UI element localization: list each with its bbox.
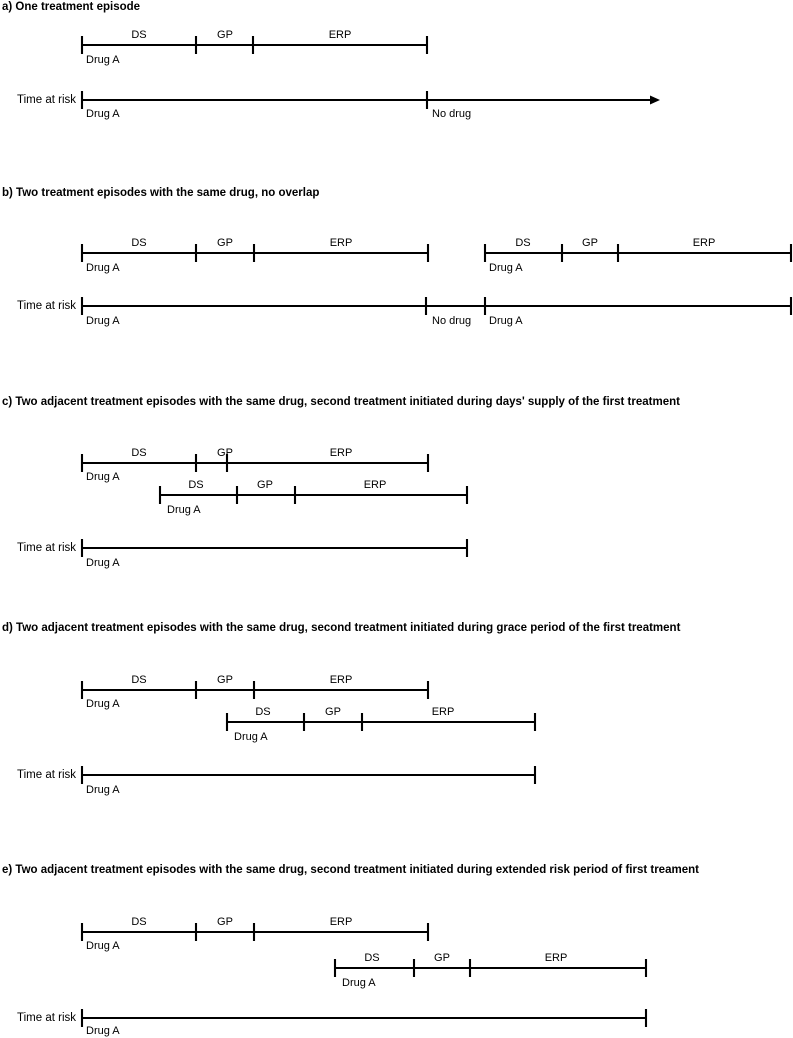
exposure-label-drug-a: Drug A [86, 940, 120, 952]
segment-label-ds: DS [131, 447, 146, 459]
segment-label-ds: DS [188, 479, 203, 491]
panel-title-e: e) Two adjacent treatment episodes with … [2, 864, 699, 876]
exposure-label-drug-a: Drug A [234, 731, 268, 743]
segment-label-erp: ERP [329, 29, 352, 41]
panel-title-d: d) Two adjacent treatment episodes with … [2, 622, 681, 634]
panel-e: e) Two adjacent treatment episodes with … [2, 864, 699, 1037]
segment-label-erp: ERP [693, 237, 716, 249]
row-label-time-at-risk: Time at risk [17, 300, 76, 312]
segment-label-ds: DS [364, 952, 379, 964]
segment-label-gp: GP [434, 952, 450, 964]
segment-label-ds: DS [515, 237, 530, 249]
timeline-arrow-icon [650, 95, 660, 105]
panel-d-treatment-episode-2: DS GP ERP Drug A [225, 706, 537, 743]
exposure-label-no-drug: No drug [432, 108, 471, 120]
segment-label-erp: ERP [432, 706, 455, 718]
exposure-label-drug-a: Drug A [86, 108, 120, 120]
segment-label-erp: ERP [330, 916, 353, 928]
row-label-time-at-risk: Time at risk [17, 769, 76, 781]
segment-label-gp: GP [325, 706, 341, 718]
exposure-label-drug-a: Drug A [86, 471, 120, 483]
segment-label-gp: GP [217, 447, 233, 459]
panel-c-treatment-episode-1: DS GP ERP Drug A [80, 447, 430, 483]
panel-e-treatment-episode-2: DS GP ERP Drug A [333, 952, 648, 989]
panel-title-c: c) Two adjacent treatment episodes with … [2, 396, 680, 408]
segment-label-ds: DS [131, 674, 146, 686]
segment-label-ds: DS [131, 237, 146, 249]
segment-label-erp: ERP [364, 479, 387, 491]
segment-label-erp: ERP [330, 447, 353, 459]
panel-b-treatment-episode-2: DS GP ERP Drug A [483, 237, 793, 274]
exposure-label-drug-a: Drug A [489, 262, 523, 274]
exposure-label-drug-a: Drug A [86, 698, 120, 710]
panel-c: c) Two adjacent treatment episodes with … [2, 396, 680, 569]
segment-label-erp: ERP [330, 237, 353, 249]
panel-title-b: b) Two treatment episodes with the same … [2, 187, 319, 199]
panel-b-treatment-episode-1: DS GP ERP Drug A [80, 237, 430, 274]
exposure-label-drug-a: Drug A [167, 504, 201, 516]
segment-label-gp: GP [582, 237, 598, 249]
exposure-label-drug-a: Drug A [489, 315, 523, 327]
row-label-time-at-risk: Time at risk [17, 542, 76, 554]
exposure-label-drug-a: Drug A [342, 977, 376, 989]
panel-d: d) Two adjacent treatment episodes with … [2, 622, 681, 796]
exposure-label-drug-a: Drug A [86, 315, 120, 327]
row-label-time-at-risk: Time at risk [17, 1012, 76, 1024]
segment-label-gp: GP [257, 479, 273, 491]
row-label-time-at-risk: Time at risk [17, 94, 76, 106]
exposure-label-drug-a: Drug A [86, 262, 120, 274]
segment-label-gp: GP [217, 674, 233, 686]
segment-label-gp: GP [217, 916, 233, 928]
segment-label-ds: DS [255, 706, 270, 718]
panel-e-treatment-episode-1: DS GP ERP Drug A [80, 916, 430, 952]
exposure-label-drug-a: Drug A [86, 1025, 120, 1037]
exposure-label-drug-a: Drug A [86, 784, 120, 796]
panel-b: b) Two treatment episodes with the same … [2, 187, 793, 327]
panel-title-a: a) One treatment episode [2, 1, 140, 13]
panel-d-treatment-episode-1: DS GP ERP Drug A [80, 674, 430, 710]
exposure-label-drug-a: Drug A [86, 54, 120, 66]
segment-label-erp: ERP [545, 952, 568, 964]
panel-a-treatment-episode-1: DS GP ERP Drug A [80, 29, 429, 66]
segment-label-erp: ERP [330, 674, 353, 686]
exposure-label-no-drug: No drug [432, 315, 471, 327]
exposure-label-drug-a: Drug A [86, 557, 120, 569]
segment-label-gp: GP [217, 237, 233, 249]
segment-label-ds: DS [131, 29, 146, 41]
segment-label-gp: GP [217, 29, 233, 41]
panel-c-treatment-episode-2: DS GP ERP Drug A [158, 479, 469, 516]
segment-label-ds: DS [131, 916, 146, 928]
